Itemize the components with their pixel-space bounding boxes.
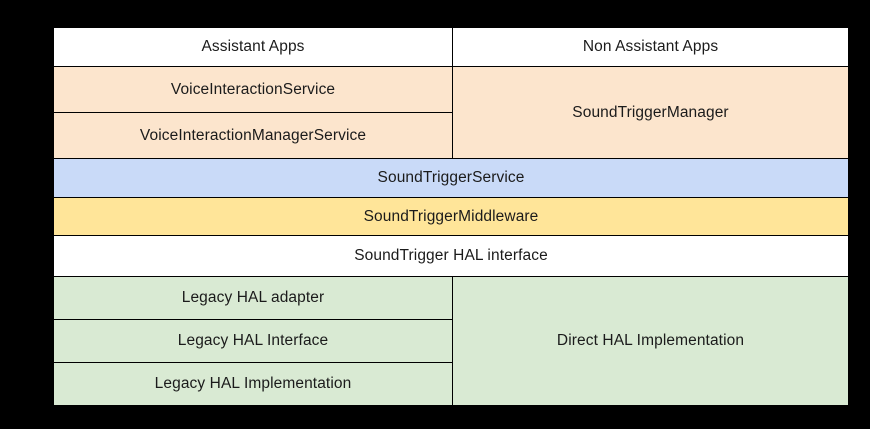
table-row-legacy-hal-interface: Legacy HAL Interface xyxy=(53,319,849,363)
cell-legacy-hal-implementation: Legacy HAL Implementation xyxy=(53,362,453,406)
cell-direct-hal-implementation: Direct HAL Implementation xyxy=(452,276,849,406)
table-row-voice-interaction-service: VoiceInteractionService SoundTriggerMana… xyxy=(53,66,849,159)
table-row-sound-trigger-service: SoundTriggerService xyxy=(53,158,849,198)
table-row-legacy-hal-implementation: Legacy HAL Implementation xyxy=(53,362,849,406)
cell-sound-trigger-middleware: SoundTriggerMiddleware xyxy=(53,197,849,236)
cell-sound-trigger-service: SoundTriggerService xyxy=(53,158,849,198)
table-row-voice-interaction-manager-service: VoiceInteractionManagerService xyxy=(53,112,849,159)
cell-legacy-hal-interface: Legacy HAL Interface xyxy=(53,319,453,363)
soundtrigger-architecture-table: Assistant Apps Non Assistant Apps VoiceI… xyxy=(53,27,849,406)
cell-voice-interaction-service: VoiceInteractionService xyxy=(53,66,453,113)
table-row-apps-header: Assistant Apps Non Assistant Apps xyxy=(53,27,849,67)
cell-sound-trigger-hal-interface: SoundTrigger HAL interface xyxy=(53,235,849,277)
table-row-legacy-hal-adapter: Legacy HAL adapter Direct HAL Implementa… xyxy=(53,276,849,406)
cell-voice-interaction-manager-service: VoiceInteractionManagerService xyxy=(53,112,453,159)
cell-non-assistant-apps: Non Assistant Apps xyxy=(452,27,849,67)
cell-sound-trigger-manager: SoundTriggerManager xyxy=(452,66,849,159)
table-row-sound-trigger-middleware: SoundTriggerMiddleware xyxy=(53,197,849,236)
cell-legacy-hal-adapter: Legacy HAL adapter xyxy=(53,276,453,320)
cell-assistant-apps: Assistant Apps xyxy=(53,27,453,67)
table-row-sound-trigger-hal-interface: SoundTrigger HAL interface xyxy=(53,235,849,277)
